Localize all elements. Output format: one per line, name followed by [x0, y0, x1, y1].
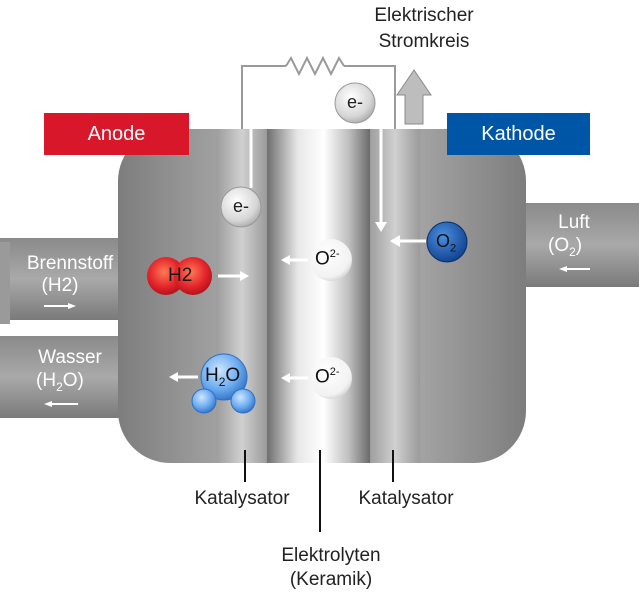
- current-up-arrow: [396, 69, 432, 125]
- o2-molecule: [426, 221, 468, 263]
- air-sub: 2: [569, 244, 576, 259]
- oxide-ion-lower: [310, 357, 352, 399]
- h2o-sub: 2: [218, 374, 226, 389]
- ion-upper-charge: 2-: [329, 248, 340, 260]
- katalysator-left-label: Katalysator: [194, 488, 290, 509]
- electron-down-arrowhead: [375, 222, 387, 232]
- anode-label-box: Anode: [44, 113, 189, 155]
- kathode-label-box: Kathode: [447, 113, 590, 155]
- water-label-line1: Wasser: [38, 347, 102, 368]
- electron-left-label: e-: [232, 196, 250, 216]
- h2-arrow: [218, 271, 249, 281]
- katalysator-right-label: Katalysator: [358, 488, 454, 509]
- o2-sub: 2: [450, 242, 457, 255]
- oxide-ion-upper-label: O2-: [315, 248, 340, 270]
- h2o-arrow: [169, 372, 198, 382]
- h2-label: H2: [168, 265, 193, 286]
- circuit-title-line1: Elektrischer: [374, 5, 474, 26]
- air-o: (O: [548, 235, 570, 256]
- circuit-title-line2: Stromkreis: [378, 31, 470, 52]
- electron-path-arrowhead: [322, 97, 332, 109]
- water-o: O): [62, 370, 84, 391]
- oxide-arrow-lower: [281, 373, 308, 383]
- water-h: (H: [36, 370, 57, 391]
- o2-arrow: [390, 235, 426, 247]
- electron-left: [220, 186, 262, 228]
- external-circuit: [241, 55, 396, 129]
- elektrolyt-label-line1: Elektrolyten: [281, 545, 381, 566]
- h2o-h: H: [205, 365, 219, 386]
- cathode-catalyst: [370, 129, 420, 463]
- h2o-label: H2O: [205, 366, 240, 388]
- fuel-label-line2: (H2): [41, 275, 79, 296]
- h2-molecule: [147, 257, 212, 295]
- oxide-ion-lower-label: O2-: [315, 366, 340, 388]
- fuel-flow-arrow: [44, 303, 76, 309]
- oxide-arrow-upper: [281, 255, 308, 265]
- h2o-molecule: [191, 353, 256, 414]
- ion-lower-charge: 2-: [329, 366, 340, 378]
- oxide-ion-upper: [310, 239, 352, 281]
- air-label-line1: Luft: [558, 212, 590, 233]
- electrolyte: [267, 129, 370, 463]
- electron-path-arrow: [249, 101, 322, 188]
- o2-o: O: [436, 231, 451, 251]
- h2o-o: O: [225, 365, 241, 386]
- air-flow-arrow: [559, 266, 590, 272]
- fuel-label-line1: Brennstoff: [26, 253, 114, 274]
- electron-top-label: e-: [346, 92, 364, 112]
- water-sub: 2: [56, 379, 63, 394]
- ion-upper-o: O: [315, 248, 330, 270]
- air-label-line2: (O2): [548, 236, 582, 258]
- air-close: ): [575, 235, 583, 256]
- water-label-line2: (H2O): [36, 371, 84, 393]
- elektrolyt-label-line2: (Keramik): [289, 569, 373, 590]
- ion-lower-o: O: [315, 366, 330, 388]
- o2-label: O2: [436, 232, 456, 255]
- water-flow-arrow: [44, 401, 78, 407]
- electron-top: [334, 82, 376, 124]
